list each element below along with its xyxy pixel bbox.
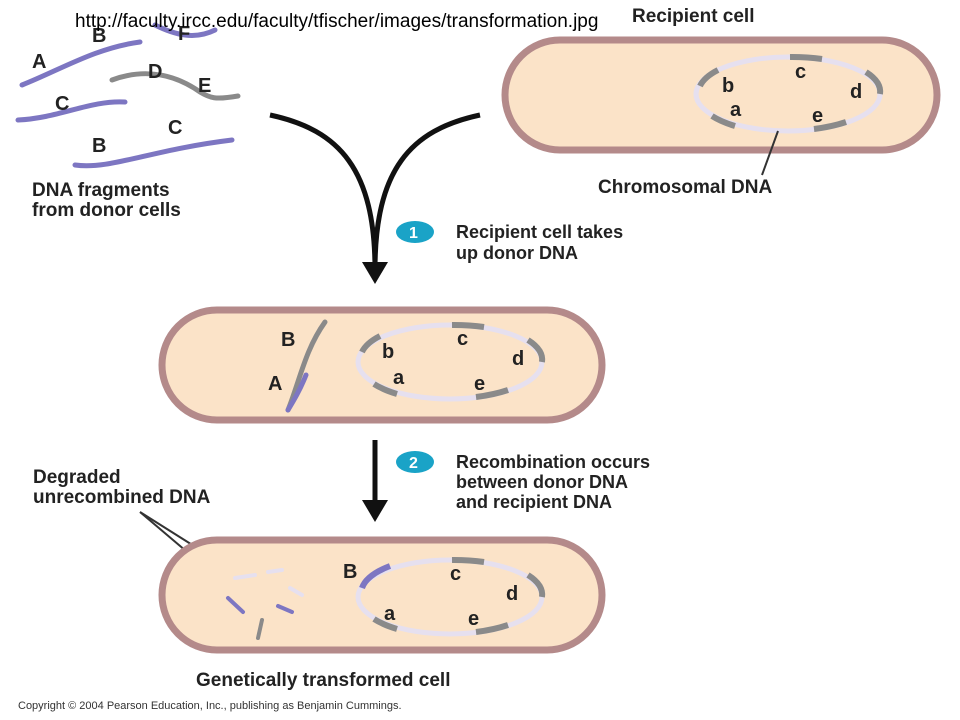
arrow-head xyxy=(362,500,388,522)
fragment-label: E xyxy=(198,75,211,97)
step-text: up donor DNA xyxy=(456,243,578,263)
step-text: and recipient DNA xyxy=(456,492,612,512)
gene-label: d xyxy=(506,583,518,605)
donor-caption: DNA fragments xyxy=(32,180,170,201)
transformed-cell xyxy=(158,536,606,654)
arrow-head xyxy=(362,262,388,284)
fragment-label: D xyxy=(148,61,162,83)
donor-label: B xyxy=(281,329,295,351)
dna-fragment xyxy=(15,99,128,123)
dna-fragment xyxy=(109,71,241,101)
gene-label: b xyxy=(382,341,394,363)
url-caption: http://faculty.ircc.edu/faculty/tfischer… xyxy=(75,11,598,32)
copyright: Copyright © 2004 Pearson Education, Inc.… xyxy=(18,700,402,712)
gene-label: d xyxy=(850,81,862,103)
gene-label: c xyxy=(795,61,806,83)
step-badge xyxy=(396,221,434,243)
dna-fragment xyxy=(72,137,235,169)
chromosome-pointer xyxy=(761,130,779,176)
donor-fragments xyxy=(15,22,241,169)
recipient-title: Recipient cell xyxy=(632,6,755,27)
gene-label: a xyxy=(730,99,742,121)
step-number: 1 xyxy=(409,225,418,242)
degraded-label: unrecombined DNA xyxy=(33,487,211,508)
fragment-label: A xyxy=(32,51,46,73)
gene-label: b xyxy=(722,75,734,97)
gene-label: c xyxy=(457,328,468,350)
fragment-label: C xyxy=(55,93,69,115)
fragment-label: B xyxy=(92,135,106,157)
gene-label: c xyxy=(450,563,461,585)
chromosome-label: Chromosomal DNA xyxy=(598,177,772,198)
recipient-cell xyxy=(501,36,941,154)
merge-arrow xyxy=(269,112,481,271)
fragment-label: F xyxy=(178,23,190,45)
step-text: Recombination occurs xyxy=(456,452,650,472)
gene-label: B xyxy=(343,561,357,583)
fragment-label: C xyxy=(168,117,182,139)
chromosome-genes xyxy=(697,53,884,132)
fragment-label: B xyxy=(92,25,106,47)
step-badge xyxy=(396,451,434,473)
final-caption: Genetically transformed cell xyxy=(196,670,451,691)
gene-label: a xyxy=(384,603,396,625)
recipient-cell-with-donor xyxy=(158,306,606,424)
dna-fragment xyxy=(152,22,218,38)
step-number: 2 xyxy=(409,455,418,472)
degraded-fragments xyxy=(226,568,304,640)
gene-label: e xyxy=(474,373,485,395)
donor-label: A xyxy=(268,373,282,395)
step-text: Recipient cell takes xyxy=(456,222,623,242)
gene-label: a xyxy=(393,367,405,389)
degraded-label: Degraded xyxy=(33,467,121,488)
gene-label: d xyxy=(512,348,524,370)
step-text: between donor DNA xyxy=(456,472,628,492)
gene-label: e xyxy=(812,105,823,127)
donor-caption: from donor cells xyxy=(32,200,181,221)
gene-label: e xyxy=(468,608,479,630)
dna-fragment xyxy=(19,39,143,88)
